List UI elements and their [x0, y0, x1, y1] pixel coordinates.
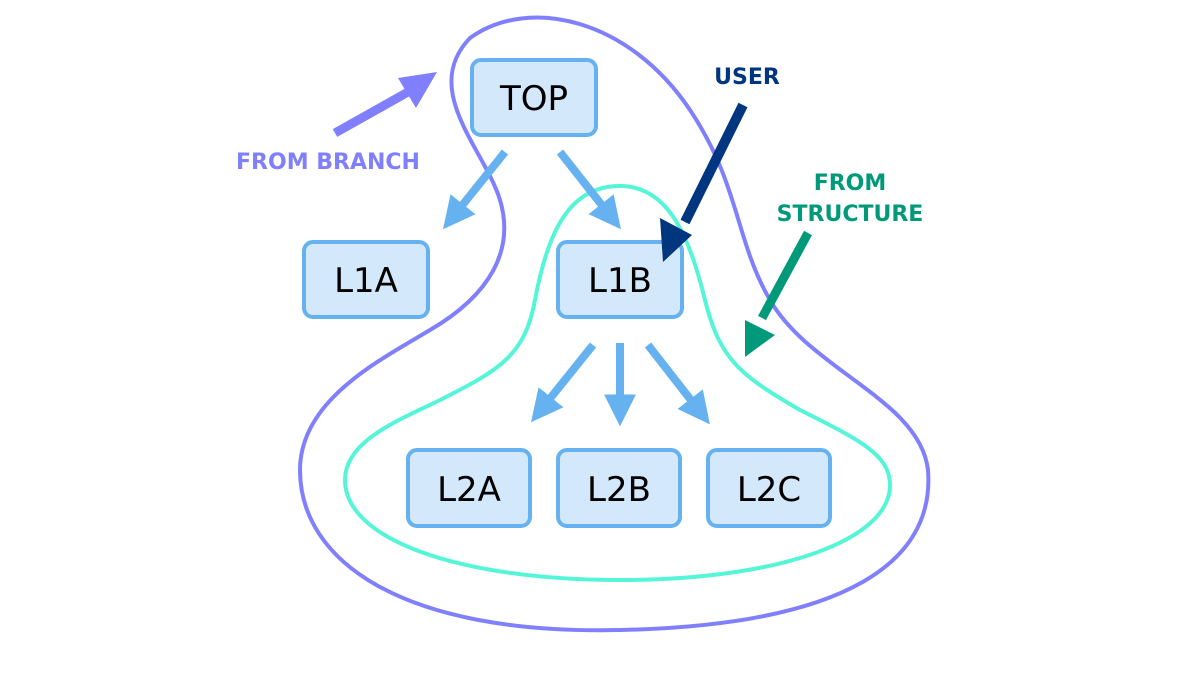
user-label: USER	[714, 65, 780, 90]
from-structure-contour	[342, 183, 893, 583]
edge-top-l1a	[442, 149, 509, 230]
from-structure-arrow	[745, 230, 812, 357]
edge-top-l1b	[556, 149, 621, 230]
node-l2b[interactable]: L2B	[556, 448, 682, 528]
node-l2b-label: L2B	[587, 470, 651, 510]
edge-l1b-l2c	[644, 342, 710, 425]
from-branch-arrow	[332, 72, 437, 137]
from-branch-contour	[297, 15, 931, 633]
tree-edges	[442, 149, 710, 427]
node-l2c[interactable]: L2C	[706, 448, 832, 528]
node-l2a[interactable]: L2A	[406, 448, 532, 528]
user-arrow	[660, 102, 748, 262]
node-l1a[interactable]: L1A	[302, 240, 430, 319]
from-structure-label-line2: STRUCTURE	[777, 202, 924, 227]
node-l1a-label: L1A	[334, 261, 398, 301]
node-top[interactable]: TOP	[470, 58, 598, 137]
node-l2a-label: L2A	[437, 470, 501, 510]
from-branch-label: FROM BRANCH	[236, 150, 420, 175]
from-structure-label-line1: FROM	[814, 171, 887, 196]
edge-l1b-l2a	[530, 342, 597, 423]
node-l1b[interactable]: L1B	[556, 240, 684, 319]
node-l1b-label: L1B	[588, 261, 652, 301]
node-l2c-label: L2C	[737, 470, 801, 510]
node-top-label: TOP	[499, 79, 568, 119]
